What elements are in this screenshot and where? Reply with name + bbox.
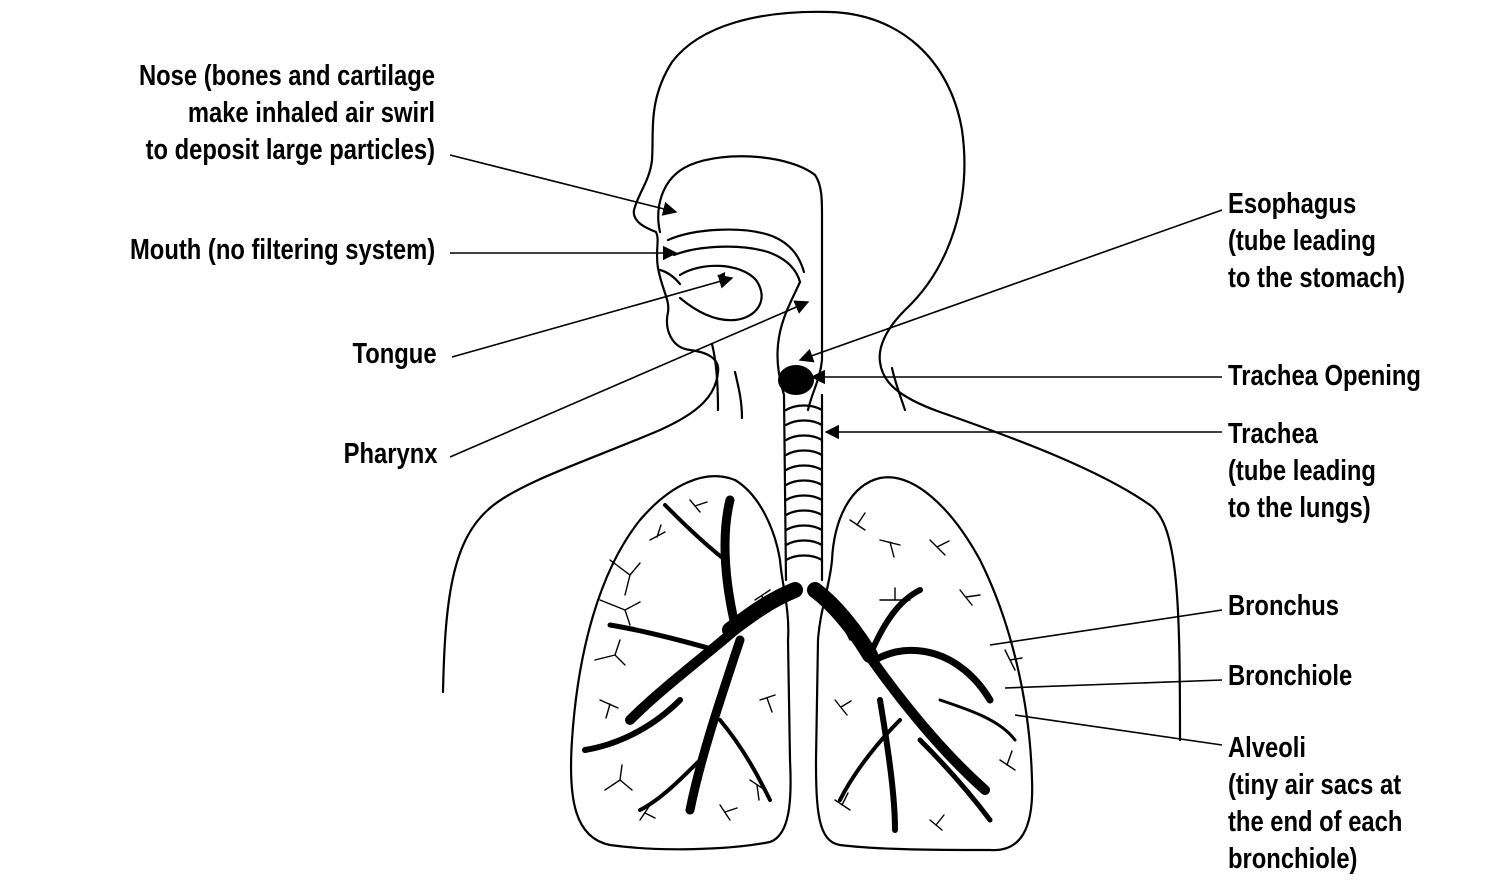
- trachea-rings: [786, 406, 822, 561]
- esophagus-leader: [800, 210, 1222, 360]
- neck-line: [712, 344, 718, 410]
- pharynx-label-line: Pharynx: [343, 436, 437, 473]
- mouth-label: Mouth (no filtering system): [130, 232, 435, 269]
- pharynx-leader: [450, 302, 808, 457]
- bronchiole-label: Bronchiole: [1228, 658, 1352, 695]
- bronchus-label: Bronchus: [1228, 588, 1339, 625]
- trachea-label-line: to the lungs): [1228, 490, 1376, 527]
- lips: [660, 270, 680, 284]
- tongue-mark: [717, 272, 725, 280]
- esophagus-label-line: (tube leading: [1228, 223, 1405, 260]
- nose-label: Nose (bones and cartilage make inhaled a…: [139, 58, 435, 169]
- trachea-label: Trachea (tube leading to the lungs): [1228, 416, 1376, 527]
- esophagus-label-line: to the stomach): [1228, 260, 1405, 297]
- tongue-leader: [452, 278, 732, 357]
- alveoli-label-line: the end of each: [1228, 804, 1402, 841]
- nose-leader: [450, 155, 676, 212]
- trachea-opening-mark: [778, 365, 814, 395]
- pharynx-label: Pharynx: [343, 436, 437, 473]
- palate-lower: [674, 247, 800, 282]
- bronchiole-label-line: Bronchiole: [1228, 658, 1352, 695]
- trachea-wall: [784, 395, 786, 580]
- alveoli-label: Alveoli (tiny air sacs at the end of eac…: [1228, 730, 1402, 878]
- alveoli-label-line: bronchiole): [1228, 841, 1402, 878]
- nose-label-line: Nose (bones and cartilage: [139, 58, 435, 95]
- alveoli-leader: [1015, 715, 1222, 745]
- trachea-opening-label-line: Trachea Opening: [1228, 358, 1421, 395]
- bronchus-leader: [990, 610, 1222, 645]
- tongue-label: Tongue: [353, 336, 437, 373]
- tongue-outline: [680, 266, 762, 320]
- tongue-label-line: Tongue: [353, 336, 437, 373]
- neck-line: [735, 372, 742, 418]
- nose-label-line: make inhaled air swirl: [139, 95, 435, 132]
- esophagus-label: Esophagus (tube leading to the stomach): [1228, 186, 1405, 297]
- esophagus-label-line: Esophagus: [1228, 186, 1405, 223]
- right-lung: [816, 477, 1032, 850]
- alveoli-label-line: Alveoli: [1228, 730, 1402, 767]
- bronchus-label-line: Bronchus: [1228, 588, 1339, 625]
- mouth-label-line: Mouth (no filtering system): [130, 232, 435, 269]
- bronchial-tree: [585, 500, 1015, 830]
- trachea-label-line: (tube leading: [1228, 453, 1376, 490]
- bronchiole-leader: [1005, 680, 1222, 688]
- leader-lines: [450, 155, 1222, 745]
- nasal-cavity: [658, 156, 822, 232]
- trachea-opening-label: Trachea Opening: [1228, 358, 1421, 395]
- alveoli-label-line: (tiny air sacs at: [1228, 767, 1402, 804]
- trachea-label-line: Trachea: [1228, 416, 1376, 453]
- nose-label-line: to deposit large particles): [139, 132, 435, 169]
